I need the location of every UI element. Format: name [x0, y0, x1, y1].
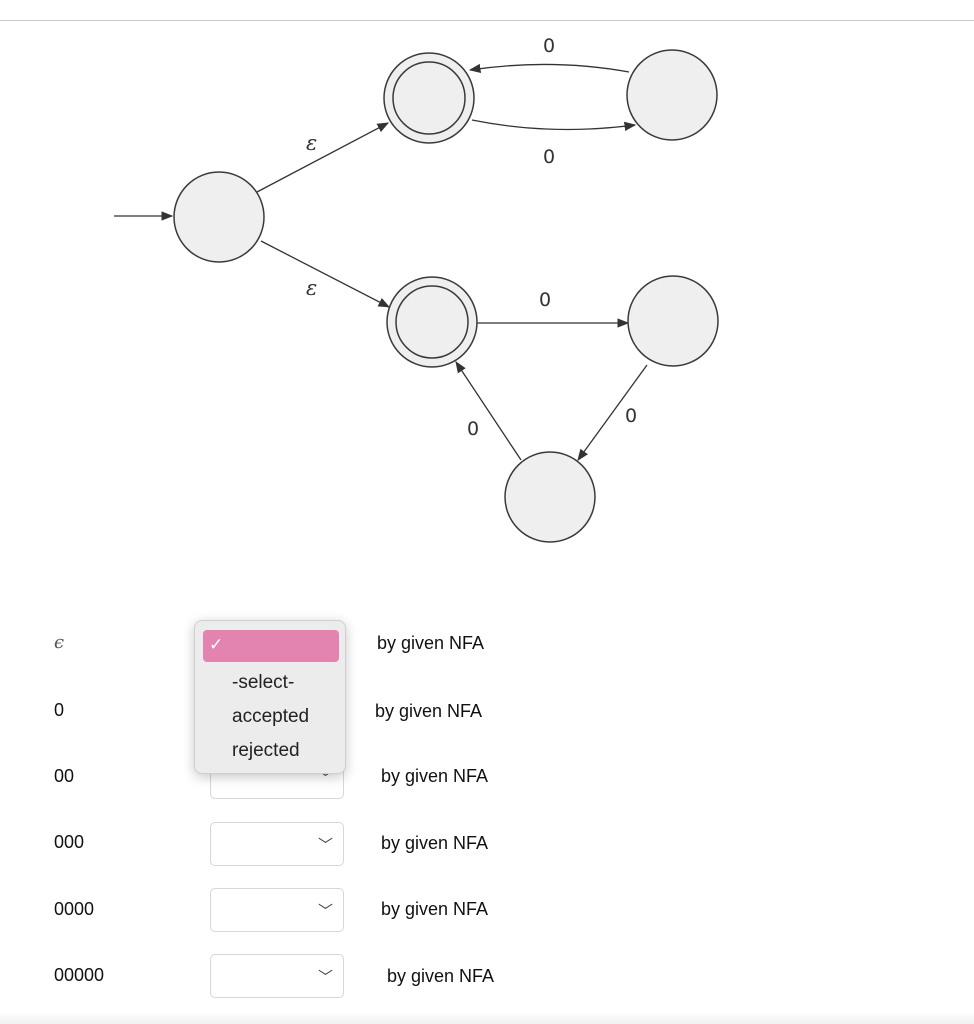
- label-eps-top: ε: [306, 131, 317, 155]
- edge-bottom-to-bottom-accept: [455, 361, 522, 461]
- label-cycle-right: 0: [539, 289, 551, 311]
- dropdown-option-blank-selected[interactable]: ✓: [203, 630, 339, 662]
- chevron-down-icon: ﹀: [317, 770, 333, 787]
- row-suffix: by given NFA: [381, 899, 489, 919]
- row-input-000: 000: [54, 832, 85, 852]
- state-top-accept-inner-ring: [392, 61, 466, 135]
- dropdown-option-select[interactable]: -select-: [232, 672, 295, 693]
- state-bottom-accept-inner-ring: [395, 285, 469, 359]
- bottom-edge: [0, 1012, 974, 1024]
- label-top-lower: 0: [543, 146, 555, 168]
- label-cycle-up: 0: [467, 418, 479, 440]
- row-input-epsilon: ϵ: [54, 632, 65, 653]
- row-input-00000: 00000: [54, 965, 105, 985]
- row-input-0: 0: [54, 700, 65, 720]
- nfa-diagram: ε ε 0 0 0 0 0: [114, 35, 719, 543]
- label-top-upper: 0: [543, 35, 555, 57]
- select-dropdown-menu[interactable]: ✓ -select- accepted rejected: [194, 620, 346, 774]
- edge-top-right-to-top-accept: [468, 63, 630, 74]
- dropdown-option-accepted[interactable]: accepted: [232, 706, 310, 727]
- label-cycle-down: 0: [625, 405, 637, 427]
- row-suffix: by given NFA: [375, 701, 483, 721]
- edge-start-to-bottom-accept: [260, 240, 391, 308]
- row-suffix: by given NFA: [387, 966, 495, 986]
- label-eps-bottom: ε: [306, 276, 317, 300]
- edge-right-to-bottom: [577, 364, 648, 461]
- edge-top-accept-to-top-right: [471, 119, 637, 132]
- state-bottom: [504, 451, 596, 543]
- state-bottom-right: [627, 275, 719, 367]
- check-icon: ✓: [209, 635, 224, 655]
- chevron-down-icon: ﹀: [317, 837, 333, 854]
- result-select[interactable]: ﹀: [210, 822, 344, 866]
- top-divider: [0, 20, 974, 21]
- chevron-down-icon: ﹀: [317, 903, 333, 920]
- row-suffix: by given NFA: [377, 633, 485, 653]
- state-top-right: [626, 49, 718, 141]
- chevron-down-icon: ﹀: [317, 969, 333, 986]
- edge-start-to-top-accept: [256, 122, 390, 193]
- state-start: [173, 171, 265, 263]
- dropdown-option-rejected[interactable]: rejected: [232, 740, 300, 761]
- result-select[interactable]: ﹀: [210, 954, 344, 998]
- row-input-0000: 0000: [54, 899, 95, 919]
- row-suffix: by given NFA: [381, 833, 489, 853]
- row-input-00: 00: [54, 766, 75, 786]
- row-suffix: by given NFA: [381, 766, 489, 786]
- result-select[interactable]: ﹀: [210, 888, 344, 932]
